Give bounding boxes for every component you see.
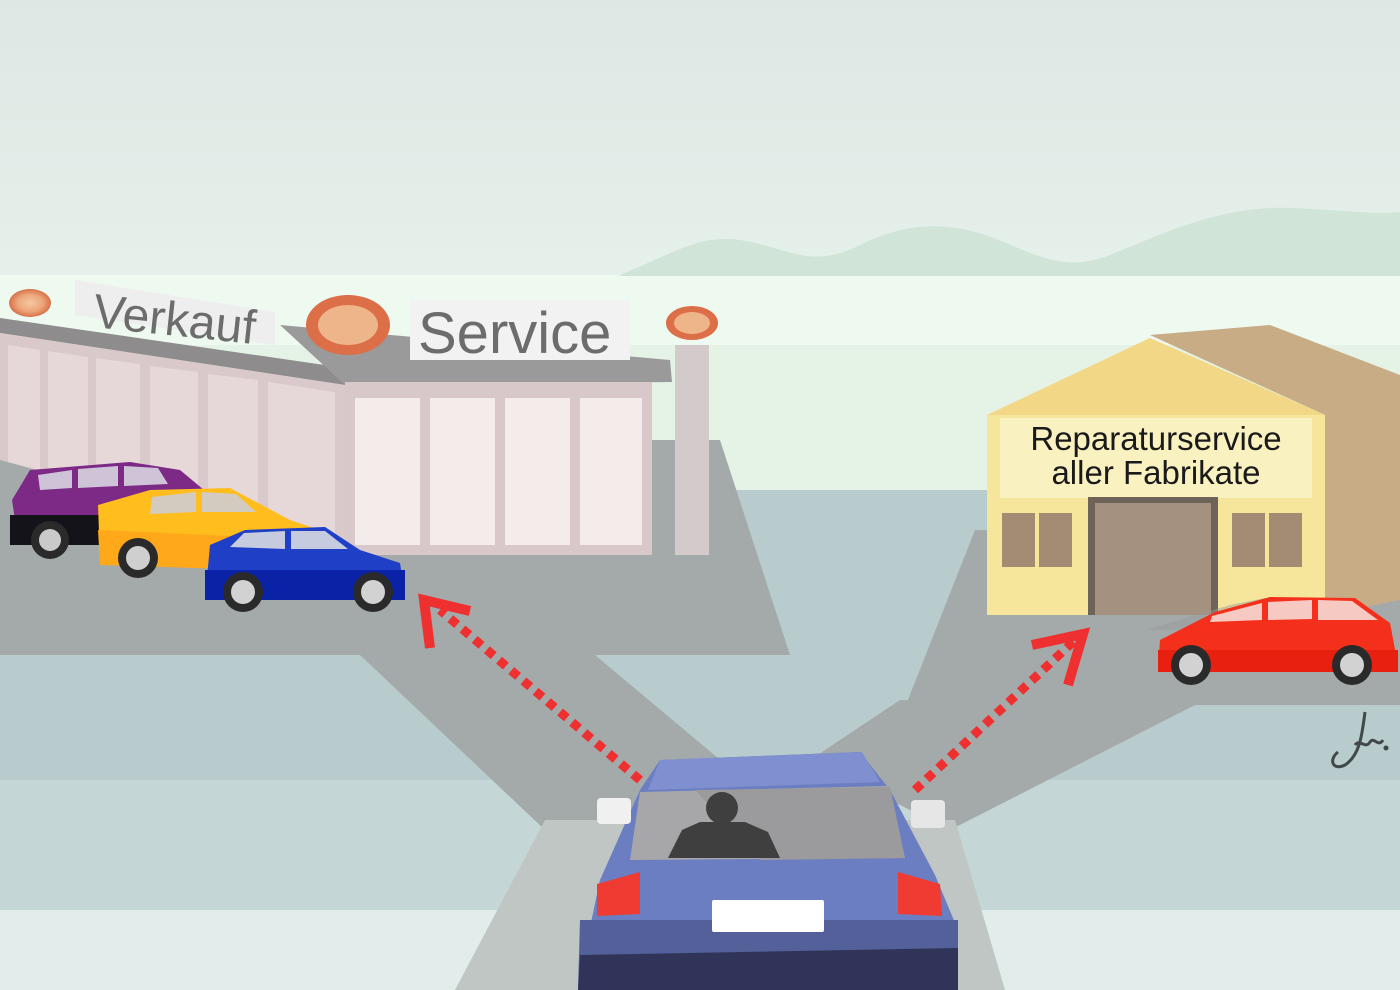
sign-service: Service bbox=[418, 301, 611, 366]
license-plate bbox=[712, 900, 824, 932]
main-car bbox=[578, 752, 958, 990]
driver-head bbox=[706, 792, 738, 824]
parked-car-blue bbox=[205, 527, 405, 612]
arrow-to-workshop bbox=[911, 627, 1091, 794]
dealership-building bbox=[0, 280, 709, 555]
workshop-sign-line1: Reparaturservice bbox=[1030, 420, 1281, 457]
workshop-sign-line2: aller Fabrikate bbox=[1051, 454, 1260, 491]
arrow-to-dealer bbox=[418, 593, 643, 784]
sign-lamp bbox=[306, 295, 390, 355]
parked-car-red bbox=[1145, 597, 1398, 685]
sign-lamp bbox=[9, 289, 51, 317]
hills bbox=[620, 207, 1400, 276]
sign-lamp bbox=[666, 306, 718, 340]
road-right bbox=[810, 700, 1195, 830]
artist-signature bbox=[1331, 711, 1389, 769]
workshop-building bbox=[987, 325, 1400, 615]
